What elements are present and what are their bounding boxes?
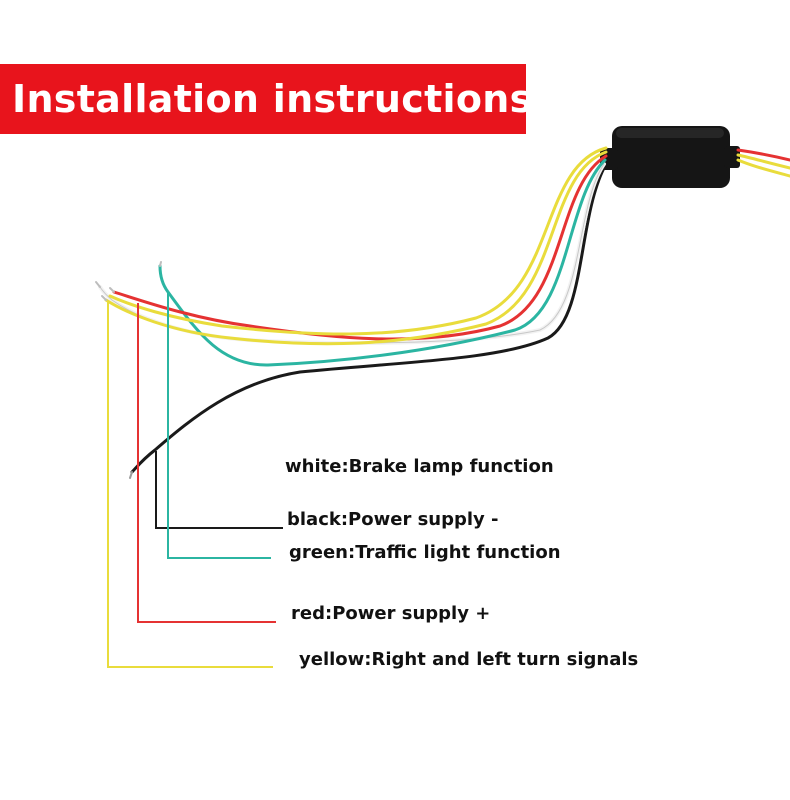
label-yellow: yellow:Right and left turn signals bbox=[299, 649, 638, 670]
wire-tips bbox=[95, 261, 162, 479]
label-black: black:Power supply - bbox=[287, 509, 499, 530]
page-title: Installation instructions bbox=[12, 77, 533, 121]
red-leader bbox=[137, 303, 276, 623]
green-leader bbox=[167, 291, 271, 559]
yellow-wire bbox=[104, 150, 608, 346]
label-green-color: green bbox=[289, 542, 348, 563]
title-banner: Installation instructions bbox=[0, 64, 532, 134]
label-green-function: Traffic light function bbox=[355, 542, 561, 563]
label-white-color: white bbox=[285, 456, 342, 477]
label-black-color: black bbox=[287, 509, 341, 530]
black-leader bbox=[155, 451, 283, 529]
label-yellow-separator: : bbox=[364, 649, 372, 670]
control-module-icon bbox=[600, 126, 740, 188]
label-green: green:Traffic light function bbox=[289, 542, 561, 563]
label-red: red:Power supply + bbox=[291, 603, 490, 624]
yellow-leader bbox=[107, 301, 273, 668]
module-output-wires bbox=[736, 148, 790, 178]
black-wire bbox=[130, 166, 606, 474]
label-red-function: Power supply + bbox=[332, 603, 491, 624]
label-green-separator: : bbox=[348, 542, 356, 563]
label-white: white:Brake lamp function bbox=[285, 456, 554, 477]
label-black-separator: : bbox=[340, 509, 349, 530]
red-wire bbox=[112, 154, 608, 341]
label-white-separator: : bbox=[341, 456, 349, 477]
label-yellow-color: yellow bbox=[299, 649, 365, 670]
label-white-function: Brake lamp function bbox=[348, 456, 554, 477]
wire-bundle bbox=[98, 146, 608, 474]
label-black-function: Power supply - bbox=[348, 509, 499, 530]
label-yellow-function: Right and left turn signals bbox=[371, 649, 639, 670]
label-red-separator: : bbox=[324, 603, 333, 624]
leader-lines bbox=[107, 291, 283, 668]
label-red-color: red bbox=[291, 603, 325, 624]
